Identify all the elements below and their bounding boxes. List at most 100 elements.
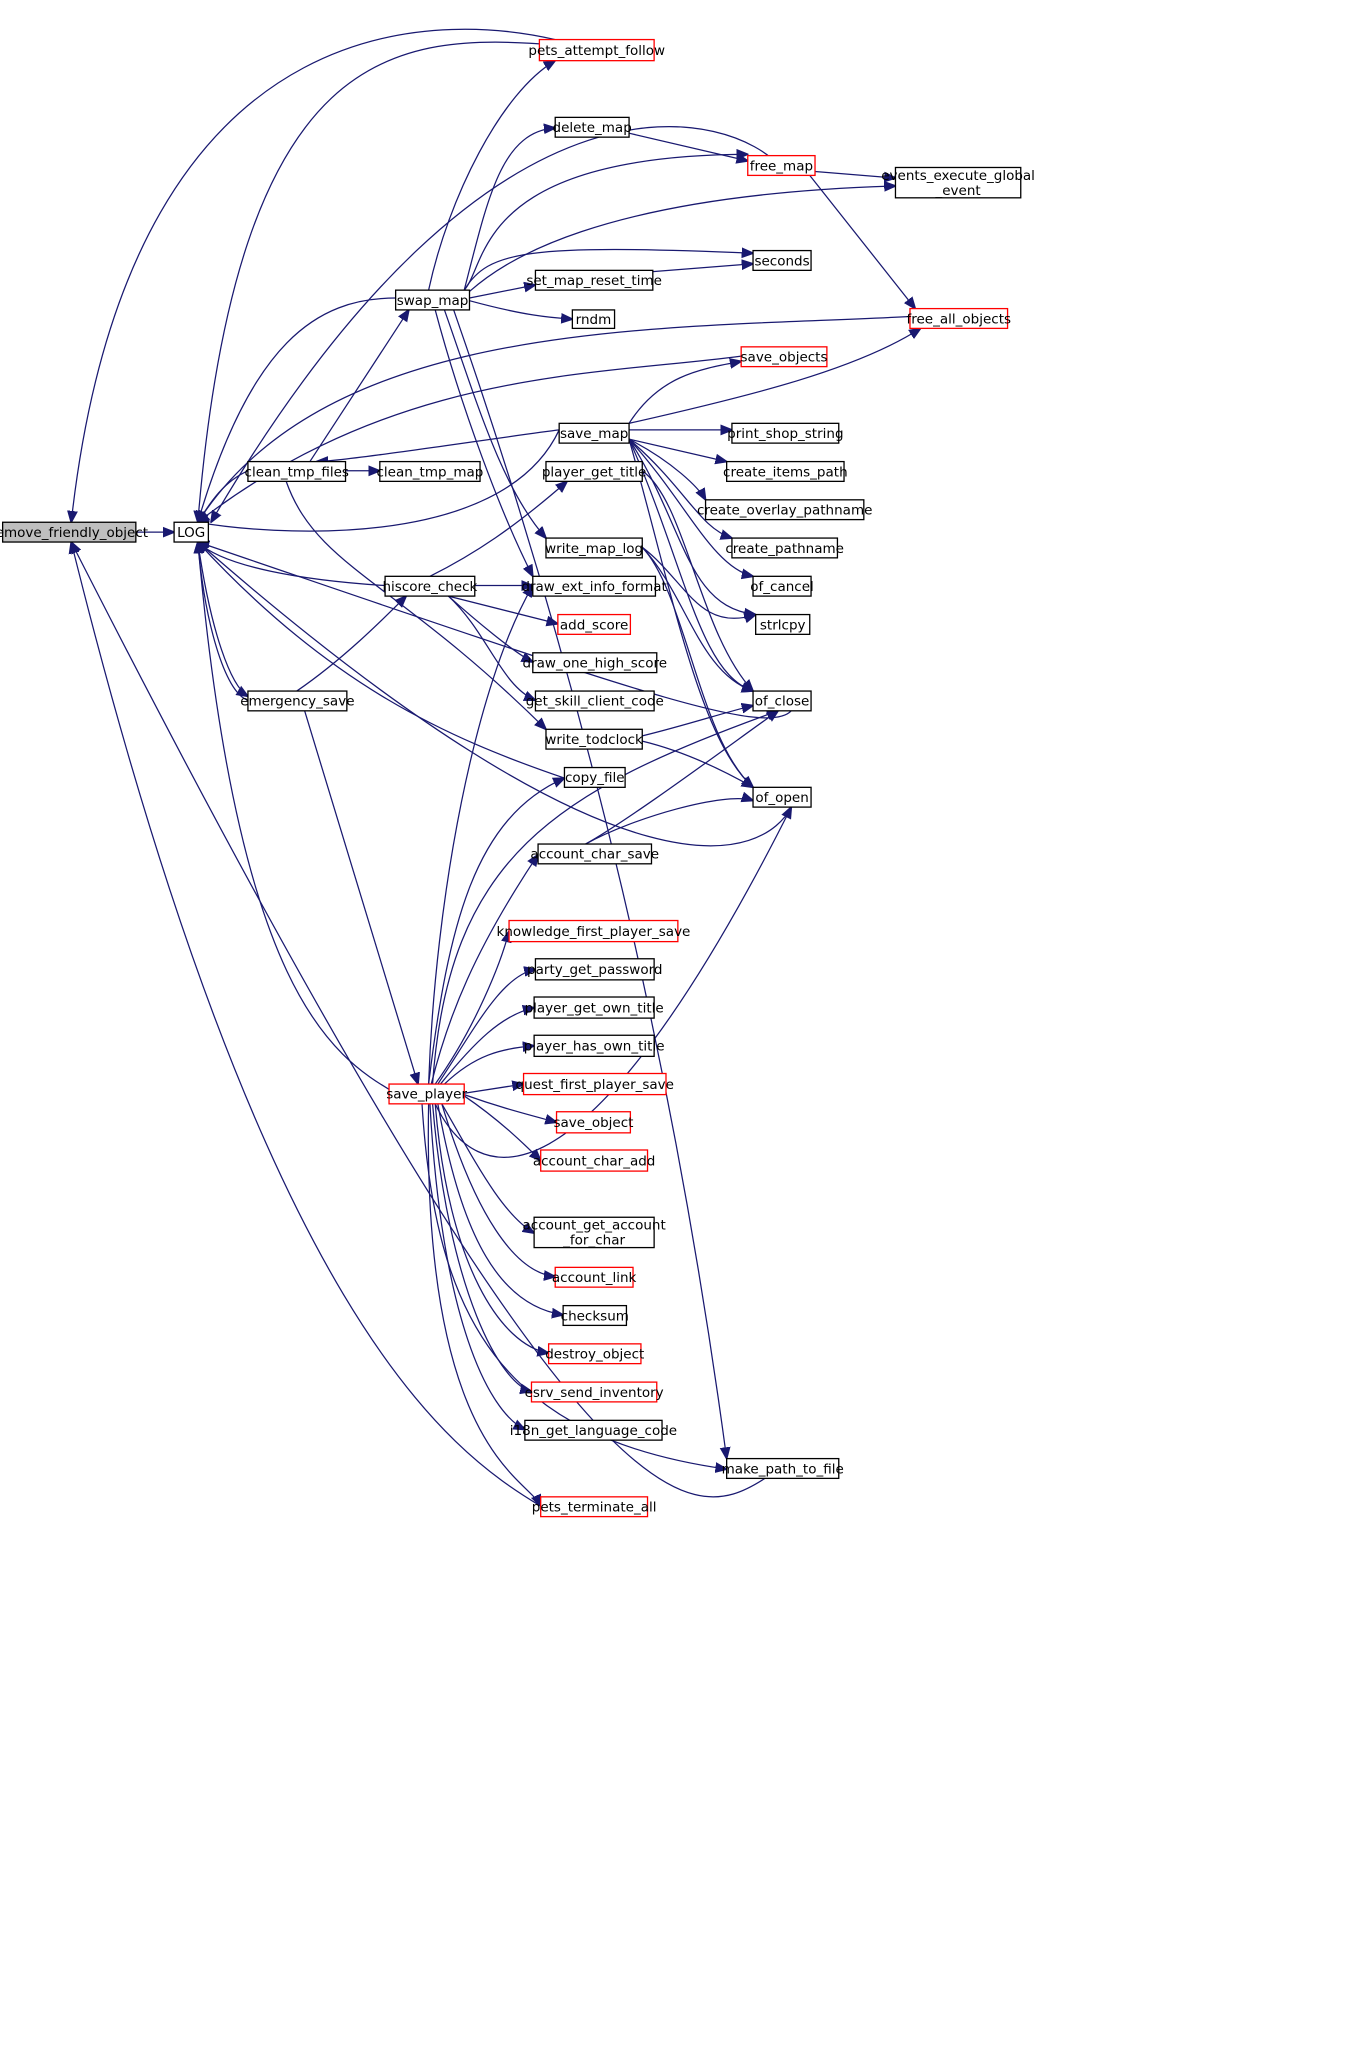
edge-path xyxy=(629,328,920,423)
function-node-copy-file[interactable]: copy_file xyxy=(563,766,626,788)
edge-path xyxy=(422,1104,727,1469)
edge-path xyxy=(71,542,765,1497)
call-edge xyxy=(305,711,418,1084)
edge-path xyxy=(586,711,779,844)
call-edge xyxy=(440,1008,534,1084)
function-node-player-get-title[interactable]: player_get_title xyxy=(542,460,647,483)
edge-path xyxy=(586,799,753,844)
function-node-swap-map[interactable]: swap_map xyxy=(394,289,471,311)
function-node-esrv-send-inventory[interactable]: esrv_send_inventory xyxy=(525,1381,664,1403)
function-node-save-objects[interactable]: save_objects xyxy=(740,346,828,368)
edge-path xyxy=(198,298,396,522)
function-node-checksum[interactable]: checksum xyxy=(561,1304,629,1327)
node-box xyxy=(545,460,643,483)
function-node-draw-one-high-score[interactable]: draw_one_high_score xyxy=(523,652,668,674)
node-box xyxy=(731,537,839,559)
edge-path xyxy=(454,310,727,1459)
function-node-player-has-own-title[interactable]: player_has_own_title xyxy=(524,1034,665,1058)
edge-path xyxy=(444,310,546,538)
call-edge xyxy=(438,969,536,1084)
edge-path xyxy=(629,439,705,500)
node-box xyxy=(894,166,1022,199)
node-box xyxy=(533,1034,655,1058)
edge-path xyxy=(429,778,565,1084)
node-label: account_link xyxy=(552,1270,637,1286)
function-node-destroy-object[interactable]: destroy_object xyxy=(545,1343,644,1365)
edge-path xyxy=(431,855,538,1084)
call-edge xyxy=(438,1104,563,1315)
function-node-free-all-objects[interactable]: free_all_objects xyxy=(907,307,1012,330)
function-node-LOG[interactable]: LOG xyxy=(173,521,210,543)
edge-path xyxy=(442,1104,555,1277)
function-node-rndm[interactable]: rndm xyxy=(571,309,616,330)
call-edge xyxy=(464,1084,523,1093)
call-edge xyxy=(429,61,556,290)
call-edge xyxy=(198,430,559,531)
node-box xyxy=(534,269,654,291)
function-node-hiscore-check[interactable]: hiscore_check xyxy=(382,575,478,597)
edge-path xyxy=(469,301,572,319)
function-node-account-char-save[interactable]: account_char_save xyxy=(530,843,659,865)
function-node-create-items-path[interactable]: create_items_path xyxy=(723,460,848,483)
function-node-create-overlay-pathname[interactable]: create_overlay_pathname xyxy=(697,499,872,521)
edge-path xyxy=(464,154,748,290)
function-node-account-get-account-for-char[interactable]: account_get_account_for_char xyxy=(523,1216,666,1249)
function-node-quest-first-player-save[interactable]: quest_first_player_save xyxy=(516,1072,674,1096)
function-node-save-player[interactable]: save_player xyxy=(386,1083,467,1105)
call-edge xyxy=(629,439,727,461)
call-edge xyxy=(422,1104,727,1469)
function-node-print-shop-string[interactable]: print_shop_string xyxy=(727,422,844,444)
function-node-account-link[interactable]: account_link xyxy=(552,1266,637,1288)
function-node-save-map[interactable]: save_map xyxy=(558,422,630,444)
function-node-free-map[interactable]: free_map xyxy=(747,154,816,177)
function-node-create-pathname[interactable]: create_pathname xyxy=(725,537,844,559)
function-node-clean-tmp-map[interactable]: clean_tmp_map xyxy=(377,460,484,483)
function-node-get-skill-client-code[interactable]: get_skill_client_code xyxy=(526,690,664,712)
function-node-add-score[interactable]: add_score xyxy=(557,613,632,635)
function-node-pets-attempt-follow[interactable]: pets_attempt_follow xyxy=(528,38,665,62)
function-node-of-close[interactable]: of_close xyxy=(752,690,812,712)
function-node-account-char-add[interactable]: account_char_add xyxy=(533,1149,656,1172)
function-node-party-get-password[interactable]: party_get_password xyxy=(527,958,662,981)
edge-path xyxy=(198,542,396,1093)
node-box xyxy=(532,575,657,597)
function-node-clean-tmp-files[interactable]: clean_tmp_files xyxy=(245,460,349,483)
edge-path xyxy=(286,481,546,729)
node-box xyxy=(379,460,481,483)
function-node-events-execute-global-event[interactable]: events_execute_global_event xyxy=(881,166,1035,199)
function-node-player-get-own-title[interactable]: player_get_own_title xyxy=(525,996,664,1019)
function-node-set-map-reset-time[interactable]: set_map_reset_time xyxy=(526,269,662,291)
function-node-i18n-get-language-code[interactable]: i18n_get_language_code xyxy=(510,1419,677,1441)
function-node-pets-terminate-all[interactable]: pets_terminate_all xyxy=(532,1496,657,1518)
function-node-knowledge-first-player-save[interactable]: knowledge_first_player_save xyxy=(497,919,691,943)
function-node-seconds[interactable]: seconds xyxy=(752,249,812,272)
call-edge xyxy=(629,328,920,423)
node-label: save_object xyxy=(553,1115,633,1131)
function-node-emergency-save[interactable]: emergency_save xyxy=(240,690,355,712)
call-edge xyxy=(469,301,572,319)
edge-path xyxy=(642,741,753,787)
call-edge xyxy=(642,547,753,691)
node-label: destroy_object xyxy=(545,1347,644,1363)
call-edge xyxy=(198,542,248,696)
node-label: draw_ext_info_format xyxy=(521,579,666,595)
function-node-of-cancel[interactable]: of_cancel xyxy=(750,575,814,597)
node-label: rndm xyxy=(576,312,612,328)
function-node-remove-friendly-object[interactable]: remove_friendly_object xyxy=(0,521,148,543)
function-node-strlcpy[interactable]: strlcpy xyxy=(755,613,811,635)
function-node-draw-ext-info-format[interactable]: draw_ext_info_format xyxy=(521,575,667,597)
edge-path xyxy=(198,42,555,522)
edge-path xyxy=(317,430,560,462)
node-label: get_skill_client_code xyxy=(526,694,664,710)
node-box xyxy=(755,613,811,635)
node-box xyxy=(555,1111,632,1134)
function-node-make-path-to-file[interactable]: make_path_to_file xyxy=(722,1457,844,1480)
node-label: add_score xyxy=(560,617,628,633)
edge-path xyxy=(464,250,753,291)
function-node-of-open[interactable]: of_open xyxy=(752,786,812,808)
function-node-delete-map[interactable]: delete_map xyxy=(553,116,632,138)
function-node-write-map-log[interactable]: write_map_log xyxy=(545,537,643,559)
node-label: _event xyxy=(935,183,981,199)
function-node-save-object[interactable]: save_object xyxy=(553,1111,633,1134)
function-node-write-todclock[interactable]: write_todclock xyxy=(545,728,643,750)
